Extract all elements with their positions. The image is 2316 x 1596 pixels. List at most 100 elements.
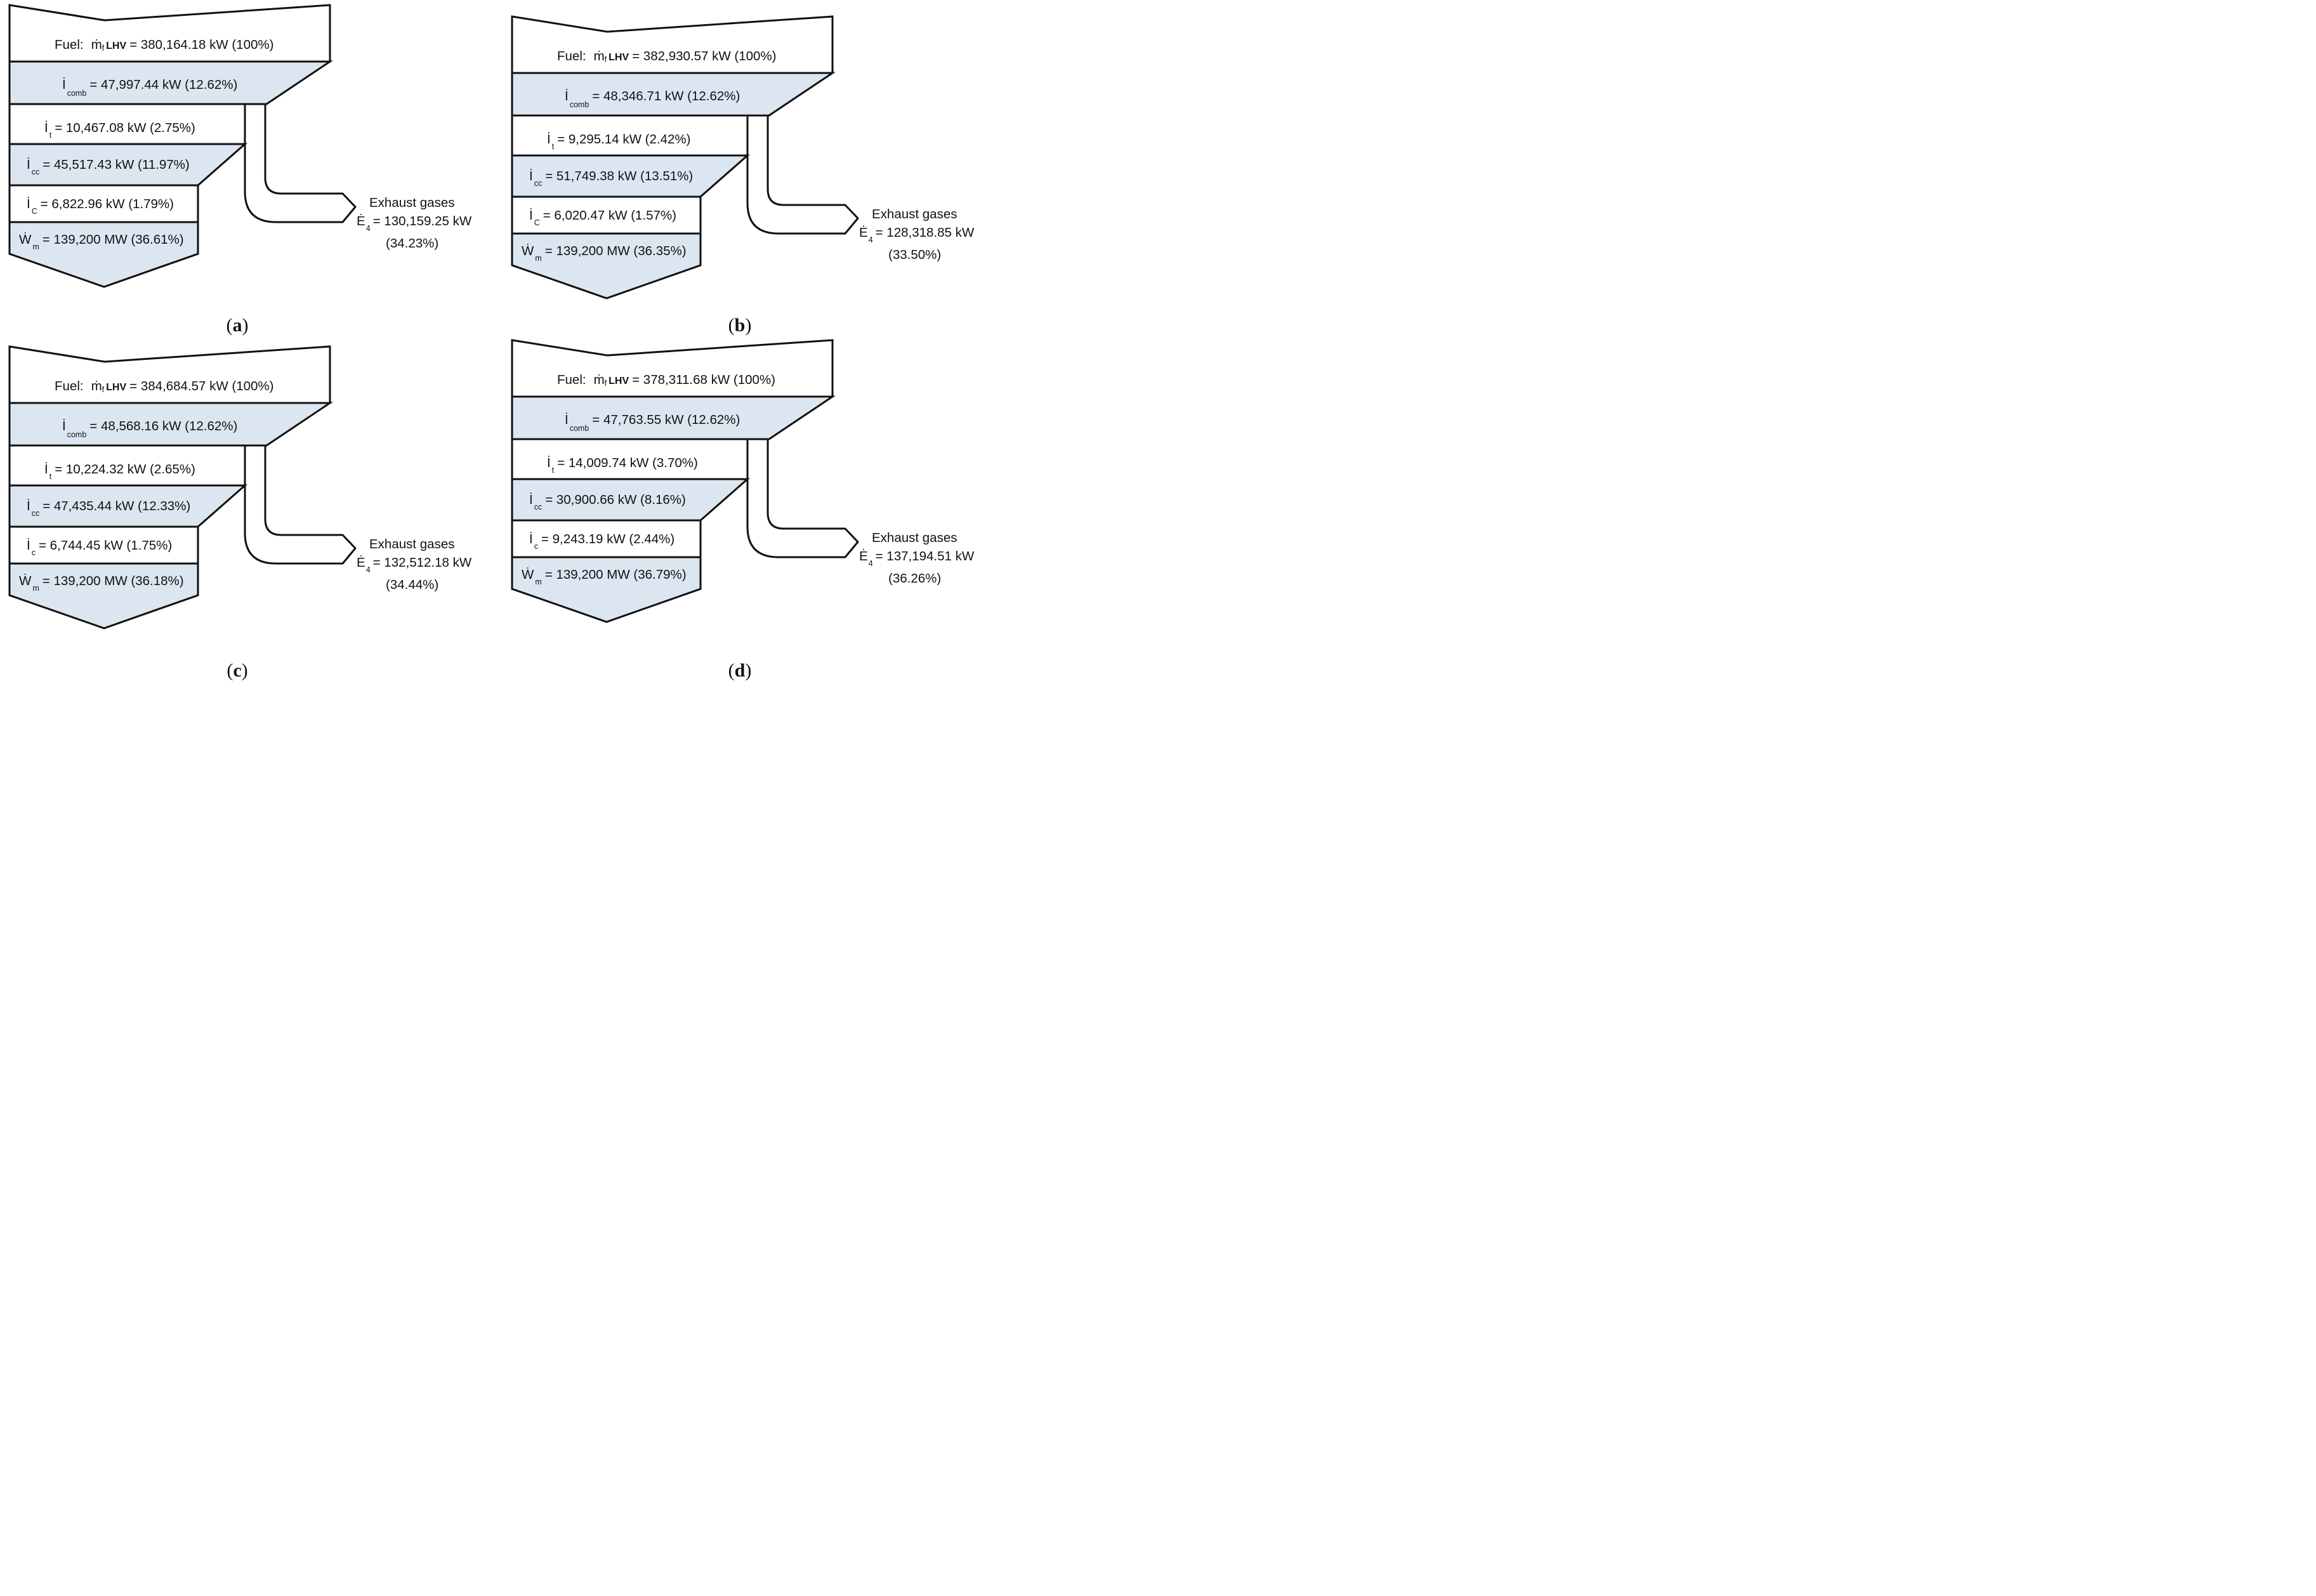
caption-open-paren: ( <box>227 660 233 681</box>
caption-letter: d <box>735 660 746 681</box>
fuel-mdot-symbol: ṁ <box>91 37 102 52</box>
i_t-value: = 9,295.14 kW (2.42%) <box>557 132 690 147</box>
i_comb-subscript: comb <box>67 430 87 439</box>
i_comb-value: = 48,568.16 kW (12.62%) <box>89 419 237 433</box>
exhaust-percent: (36.26%) <box>888 571 941 586</box>
mechanical-work-band <box>8 562 199 630</box>
exhaust-title: Exhaust gases <box>369 195 454 210</box>
exhaust-pipe-arrow <box>244 103 357 223</box>
i_cc-symbol: İ <box>27 499 30 513</box>
w_m-symbol: Ẇ <box>19 232 32 247</box>
fuel-mdot-symbol: ṁ <box>91 379 102 393</box>
i_c-value: = 9,243.19 kW (2.44%) <box>541 532 674 546</box>
exhaust-value: = 137,194.51 kW <box>876 549 975 564</box>
caption-open-paren: ( <box>728 315 735 336</box>
i_t-value: = 10,224.32 kW (2.65%) <box>55 462 195 477</box>
i_t-value: = 10,467.08 kW (2.75%) <box>55 121 195 135</box>
i_cc-subscript: cc <box>534 503 543 511</box>
exhaust-value: = 130,159.25 kW <box>373 214 472 228</box>
i_comb-label: İcomb= 47,763.55 kW (12.62%) <box>565 412 740 433</box>
i_c-subscript: c <box>32 548 36 557</box>
fuel-prefix: Fuel: <box>557 373 586 387</box>
i_comb-value: = 48,346.71 kW (12.62%) <box>592 89 740 103</box>
i_t-symbol: İ <box>547 132 551 147</box>
exhaust-subscript: 4 <box>366 565 371 574</box>
combustion-irreversibility-band <box>511 72 836 117</box>
w_m-subscript: m <box>32 242 39 251</box>
i_t-symbol: İ <box>44 121 48 135</box>
i_cc-symbol: İ <box>27 157 30 172</box>
fuel-lhv: LHV <box>609 376 629 386</box>
w_m-value: = 139,200 MW (36.79%) <box>545 567 687 582</box>
panel-caption: (c) <box>227 660 247 681</box>
fuel-mdot-symbol: ṁ <box>594 49 605 63</box>
i_c-symbol: İ <box>27 197 30 211</box>
i_comb-value: = 47,997.44 kW (12.62%) <box>89 77 237 92</box>
fuel-lhv: LHV <box>609 52 629 63</box>
fuel-prefix: Fuel: <box>55 379 84 393</box>
i_cc-symbol: İ <box>529 169 533 183</box>
w_m-symbol: Ẇ <box>522 244 534 258</box>
exhaust-pipe-arrow <box>244 444 357 565</box>
i_c-symbol: İ <box>529 208 533 223</box>
i_c-subscript: c <box>534 542 538 551</box>
i_comb-label: İcomb= 48,568.16 kW (12.62%) <box>62 419 237 439</box>
fuel-mdot-subscript: f <box>605 379 607 388</box>
i_cc-subscript: cc <box>32 168 40 176</box>
fuel-band <box>511 339 834 398</box>
exhaust-title: Exhaust gases <box>872 207 957 221</box>
caption-open-paren: ( <box>728 660 735 681</box>
panel-caption: (a) <box>227 315 249 336</box>
i_t-symbol: İ <box>547 456 551 470</box>
fuel-mdot-subscript: f <box>102 44 105 53</box>
fuel-value: = 382,930.57 kW (100%) <box>632 49 776 63</box>
mechanical-work-band <box>8 221 199 288</box>
exhaust-pipe-arrow <box>746 438 859 558</box>
i_cc-value: = 45,517.43 kW (11.97%) <box>43 157 190 172</box>
exhaust-symbol: Ė <box>859 225 868 240</box>
i_t-value: = 14,009.74 kW (3.70%) <box>557 456 698 470</box>
i_comb-symbol: İ <box>565 89 569 103</box>
w_m-symbol: Ẇ <box>19 574 32 588</box>
exhaust-pipe-arrow <box>746 114 859 235</box>
exhaust-symbol: Ė <box>357 555 365 570</box>
exhaust-subscript: 4 <box>869 235 873 244</box>
w_m-subscript: m <box>535 254 541 263</box>
w_m-value: = 139,200 MW (36.18%) <box>43 574 184 588</box>
exhaust-value: = 132,512.18 kW <box>373 555 472 570</box>
i_comb-subscript: comb <box>570 424 589 433</box>
i_cc-symbol: İ <box>529 492 533 507</box>
i_comb-label: İcomb= 47,997.44 kW (12.62%) <box>62 77 237 98</box>
exhaust-symbol: Ė <box>357 214 365 228</box>
fuel-value: = 384,684.57 kW (100%) <box>129 379 273 393</box>
fuel-prefix: Fuel: <box>55 37 84 52</box>
i_cc-subscript: cc <box>32 509 40 518</box>
exhaust-value: = 128,318.85 kW <box>876 225 975 240</box>
exhaust-percent: (34.23%) <box>386 236 438 251</box>
i_cc-value: = 51,749.38 kW (13.51%) <box>545 169 693 183</box>
caption-letter: c <box>233 660 241 681</box>
i_comb-symbol: İ <box>62 419 66 433</box>
panel-caption: (b) <box>728 315 752 336</box>
i_c-value: = 6,822.96 kW (1.79%) <box>41 197 174 211</box>
caption-open-paren: ( <box>227 315 233 336</box>
fuel-band <box>8 4 331 63</box>
fuel-mdot-subscript: f <box>605 55 607 64</box>
